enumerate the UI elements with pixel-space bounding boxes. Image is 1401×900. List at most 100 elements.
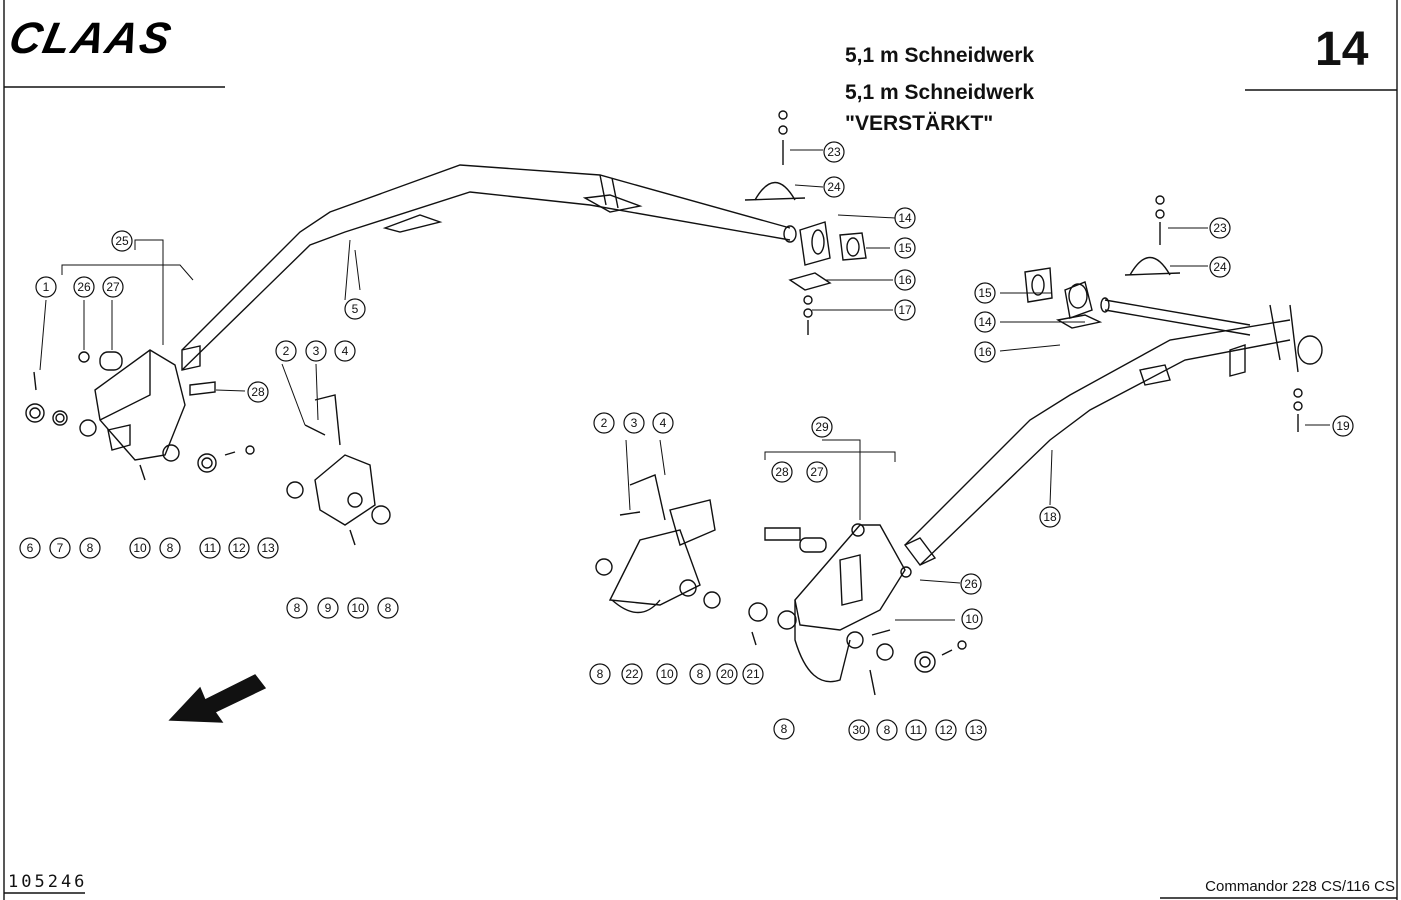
callout-10-right: 10 xyxy=(961,608,983,630)
svg-text:8: 8 xyxy=(884,723,891,737)
callout-2-left: 2 xyxy=(275,340,297,362)
svg-text:12: 12 xyxy=(232,541,246,555)
title-line-3: "VERSTÄRKT" xyxy=(845,112,994,135)
svg-text:21: 21 xyxy=(746,667,760,681)
right-clamp-parts xyxy=(1024,195,1303,432)
svg-text:15: 15 xyxy=(898,241,912,255)
svg-text:8: 8 xyxy=(597,667,604,681)
callout-10-a: 10 xyxy=(129,537,151,559)
svg-text:4: 4 xyxy=(660,416,667,430)
callout-11-a: 11 xyxy=(199,537,221,559)
svg-text:24: 24 xyxy=(1213,260,1227,274)
callout-15-right: 15 xyxy=(974,282,996,304)
svg-text:8: 8 xyxy=(294,601,301,615)
svg-text:19: 19 xyxy=(1336,419,1350,433)
svg-text:1: 1 xyxy=(43,280,50,294)
callout-9: 9 xyxy=(317,597,339,619)
callout-12-b: 12 xyxy=(935,719,957,741)
callout-12-a: 12 xyxy=(228,537,250,559)
svg-text:26: 26 xyxy=(77,280,91,294)
right-beam xyxy=(903,297,1323,566)
title-line-2: 5,1 m Schneidwerk xyxy=(845,81,1035,104)
svg-text:22: 22 xyxy=(625,667,639,681)
callout-24-right: 24 xyxy=(1209,256,1231,278)
page-number: 14 xyxy=(1315,23,1369,76)
svg-text:2: 2 xyxy=(601,416,608,430)
svg-text:3: 3 xyxy=(313,344,320,358)
direction-arrow-icon xyxy=(168,674,267,723)
svg-text:3: 3 xyxy=(631,416,638,430)
title-line-1: 5,1 m Schneidwerk xyxy=(845,44,1035,67)
callout-11-b: 11 xyxy=(905,719,927,741)
callout-23-right: 23 xyxy=(1209,217,1231,239)
callout-30: 30 xyxy=(848,719,870,741)
svg-text:5: 5 xyxy=(352,302,359,316)
callout-13-a: 13 xyxy=(257,537,279,559)
svg-text:2: 2 xyxy=(283,344,290,358)
svg-text:10: 10 xyxy=(965,612,979,626)
center-bracket xyxy=(595,474,768,646)
svg-text:8: 8 xyxy=(87,541,94,555)
callout-20: 20 xyxy=(716,663,738,685)
callout-6: 6 xyxy=(19,537,41,559)
svg-text:8: 8 xyxy=(167,541,174,555)
callout-19: 19 xyxy=(1332,415,1354,437)
callout-26-left: 26 xyxy=(73,276,95,298)
callout-16-top: 16 xyxy=(894,269,916,291)
callout-8-c: 8 xyxy=(286,597,308,619)
callout-3-center: 3 xyxy=(623,412,645,434)
callout-7: 7 xyxy=(49,537,71,559)
svg-text:27: 27 xyxy=(810,465,824,479)
svg-text:16: 16 xyxy=(898,273,912,287)
callout-14-top: 14 xyxy=(894,207,916,229)
callout-10-c: 10 xyxy=(656,663,678,685)
callout-4-left: 4 xyxy=(334,340,356,362)
callout-1: 1 xyxy=(35,276,57,298)
svg-text:14: 14 xyxy=(978,315,992,329)
svg-text:8: 8 xyxy=(385,601,392,615)
svg-text:10: 10 xyxy=(351,601,365,615)
svg-text:12: 12 xyxy=(939,723,953,737)
callout-5: 5 xyxy=(344,298,366,320)
drawing-code: 105246 xyxy=(8,872,88,892)
svg-text:25: 25 xyxy=(115,234,129,248)
svg-text:10: 10 xyxy=(660,667,674,681)
callout-16-right: 16 xyxy=(974,341,996,363)
callout-13-b: 13 xyxy=(965,719,987,741)
callout-23-top: 23 xyxy=(823,141,845,163)
svg-text:11: 11 xyxy=(204,541,217,555)
top-clamp-parts xyxy=(744,110,867,335)
callout-2-center: 2 xyxy=(593,412,615,434)
callout-28-right: 28 xyxy=(771,461,793,483)
callout-3-left: 3 xyxy=(305,340,327,362)
svg-text:23: 23 xyxy=(1213,221,1227,235)
callout-22: 22 xyxy=(621,663,643,685)
svg-text:18: 18 xyxy=(1043,510,1057,524)
callout-25: 25 xyxy=(111,230,133,252)
svg-text:8: 8 xyxy=(697,667,704,681)
svg-text:13: 13 xyxy=(969,723,983,737)
callout-8-h: 8 xyxy=(876,719,898,741)
leader-lines xyxy=(39,149,1330,621)
callout-15-top: 15 xyxy=(894,237,916,259)
left-beam xyxy=(181,164,797,371)
callout-27-left: 27 xyxy=(102,276,124,298)
callout-8-a: 8 xyxy=(79,537,101,559)
svg-text:14: 14 xyxy=(898,211,912,225)
svg-text:16: 16 xyxy=(978,345,992,359)
callout-10-b: 10 xyxy=(347,597,369,619)
svg-text:6: 6 xyxy=(27,541,34,555)
svg-text:26: 26 xyxy=(964,577,978,591)
svg-text:8: 8 xyxy=(781,722,788,736)
callout-8-d: 8 xyxy=(377,597,399,619)
callout-4-center: 4 xyxy=(652,412,674,434)
model-designation: Commandor 228 CS/116 CS xyxy=(1205,878,1395,895)
svg-text:17: 17 xyxy=(898,303,912,317)
svg-text:7: 7 xyxy=(57,541,64,555)
svg-text:4: 4 xyxy=(342,344,349,358)
callout-27-right: 27 xyxy=(806,461,828,483)
callout-8-g: 8 xyxy=(773,718,795,740)
svg-text:20: 20 xyxy=(720,667,734,681)
